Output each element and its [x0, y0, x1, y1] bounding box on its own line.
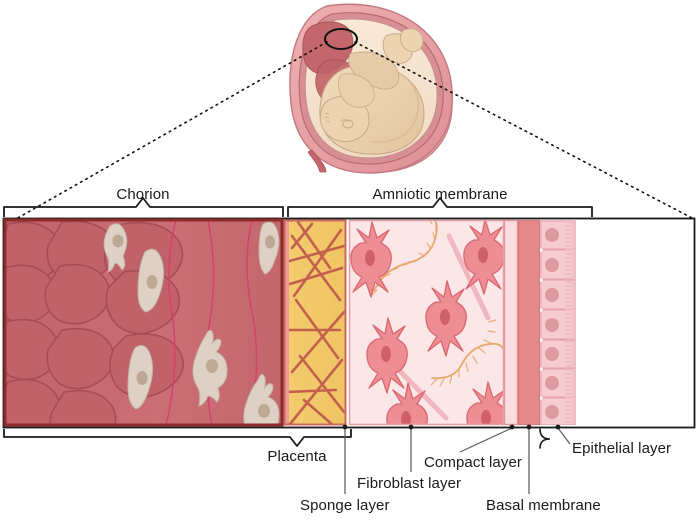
- layer-fibroblast: [348, 219, 505, 426]
- bracket-amniotic-membrane: [287, 197, 593, 217]
- bracket-label-chorion: Chorion: [116, 186, 170, 203]
- uterus-with-fetus-illustration: [289, 3, 453, 174]
- callout-label-fibroblast-layer: Fibroblast layer: [357, 475, 462, 492]
- callout-anchor-dots: [342, 424, 561, 430]
- bracket-placenta: [3, 429, 352, 447]
- layer-sponge: [283, 219, 347, 426]
- bracket-epithelial: [539, 428, 551, 449]
- callout-label-sponge-layer: Sponge layer: [300, 497, 390, 514]
- bracket-label-amniotic-membrane: Amniotic membrane: [372, 186, 508, 203]
- zoom-guide-lines: [15, 41, 695, 220]
- layer-chorion: [3, 218, 284, 427]
- bracket-chorion: [3, 197, 284, 217]
- callout-leaders: [344, 427, 571, 494]
- callout-label-basal-membrane: Basal membrane: [486, 497, 601, 514]
- leader-epithelial-layer: [557, 427, 571, 445]
- layer-compact: [503, 219, 519, 426]
- microvilli: [565, 220, 576, 424]
- layer-epithelial: [540, 220, 576, 425]
- callout-label-epithelial-layer: Epithelial layer: [572, 440, 672, 457]
- magnified-region-circle: [324, 28, 358, 50]
- bracket-label-placenta: Placenta: [267, 448, 327, 465]
- callout-label-compact-layer: Compact layer: [424, 454, 523, 471]
- leader-compact-layer: [459, 427, 513, 453]
- layer-basal-membrane: [517, 219, 541, 426]
